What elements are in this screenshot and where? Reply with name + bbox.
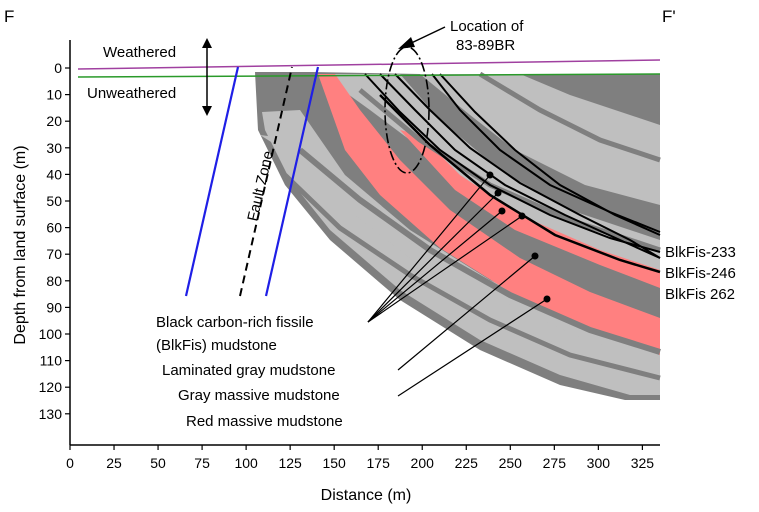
legend-gray-massive-label: Gray massive mudstone: [178, 387, 340, 404]
stratum-line: [478, 71, 661, 163]
x-axis-title: Distance (m): [321, 487, 412, 504]
location-label: Location of: [450, 18, 524, 35]
legend-blkfis-label-2: (BlkFis) mudstone: [156, 337, 277, 354]
fault-zone-dashed-line: [239, 66, 293, 297]
stratum-light-gray: [260, 135, 660, 380]
bed-label-blkfis-246: BlkFis-246: [665, 265, 736, 282]
unweathered-label: Unweathered: [87, 85, 176, 102]
location-arrow: [398, 26, 446, 49]
x-tick-label: 25: [106, 455, 122, 471]
section-label-left: F: [4, 7, 14, 26]
y-tick-label: 110: [40, 353, 63, 369]
y-tick-label: 120: [39, 379, 63, 395]
x-tick-label: 325: [631, 455, 655, 471]
location-label-id: 83-89BR: [456, 37, 515, 54]
y-tick-label: 130: [39, 406, 63, 422]
legend-blkfis-label: Black carbon-rich fissile: [156, 314, 314, 331]
land-surface-line: [77, 59, 661, 70]
bed-label-blkfis-262: BlkFis 262: [665, 286, 735, 303]
x-tick-label: 150: [322, 455, 346, 471]
section-label-right: F': [662, 7, 676, 26]
x-tick-label: 225: [455, 455, 479, 471]
x-tick-label: 100: [234, 455, 258, 471]
y-tick-label: 40: [46, 166, 62, 182]
bed-label-blkfis-233: BlkFis-233: [665, 244, 736, 261]
y-tick-label: 70: [46, 246, 62, 262]
weathering-boundary-line: [77, 73, 661, 78]
y-axis-title: Depth from land surface (m): [12, 145, 29, 344]
weathering-arrow: [202, 38, 212, 116]
x-axis-ticks: 0 25 50 75 100 125 150 175 200 225 250 275 300 325: [66, 445, 654, 471]
y-tick-label: 30: [46, 140, 62, 156]
stratum-line: [283, 173, 661, 381]
x-tick-label: 50: [150, 455, 166, 471]
legend-red-massive-label: Red massive mudstone: [186, 413, 343, 430]
y-tick-label: 10: [46, 87, 62, 103]
x-tick-label: 175: [367, 455, 391, 471]
blkfis-line: [379, 73, 661, 259]
x-tick-label: 300: [587, 455, 611, 471]
weathered-label: Weathered: [103, 44, 176, 61]
y-tick-label: 50: [46, 193, 62, 209]
y-tick-label: 20: [46, 113, 62, 129]
x-tick-label: 250: [499, 455, 523, 471]
fault-line-right: [264, 66, 320, 297]
stratum-light-gray: [262, 110, 660, 395]
stratum-red: [400, 130, 660, 288]
x-tick-label: 125: [278, 455, 302, 471]
y-tick-label: 80: [46, 273, 62, 289]
x-tick-label: 275: [543, 455, 567, 471]
strata: [255, 71, 661, 400]
y-axis-ticks: 0 10 20 30 40 50 60 70 80 90 100 110 120 130: [39, 60, 70, 422]
fault-zone-label: Fault Zone: [244, 149, 277, 223]
stratum-light-gray: [420, 74, 660, 205]
y-tick-label: 100: [39, 326, 63, 342]
legend-laminated-label: Laminated gray mudstone: [162, 362, 335, 379]
x-tick-label: 75: [194, 455, 210, 471]
stratum-line: [298, 147, 661, 355]
blkfis-line: [431, 73, 661, 233]
y-tick-label: 60: [46, 220, 62, 236]
leader-lines: [367, 174, 548, 397]
sample-points: [486, 171, 551, 303]
y-tick-label: 90: [46, 299, 62, 315]
blkfis-line: [439, 73, 661, 236]
blkfis-line: [364, 73, 661, 253]
blkfis-line: [394, 73, 661, 259]
fault-line-left: [184, 66, 240, 297]
x-tick-label: 0: [66, 455, 74, 471]
stratum-red: [318, 74, 660, 355]
y-tick-label: 0: [54, 60, 62, 76]
x-tick-label: 200: [411, 455, 435, 471]
